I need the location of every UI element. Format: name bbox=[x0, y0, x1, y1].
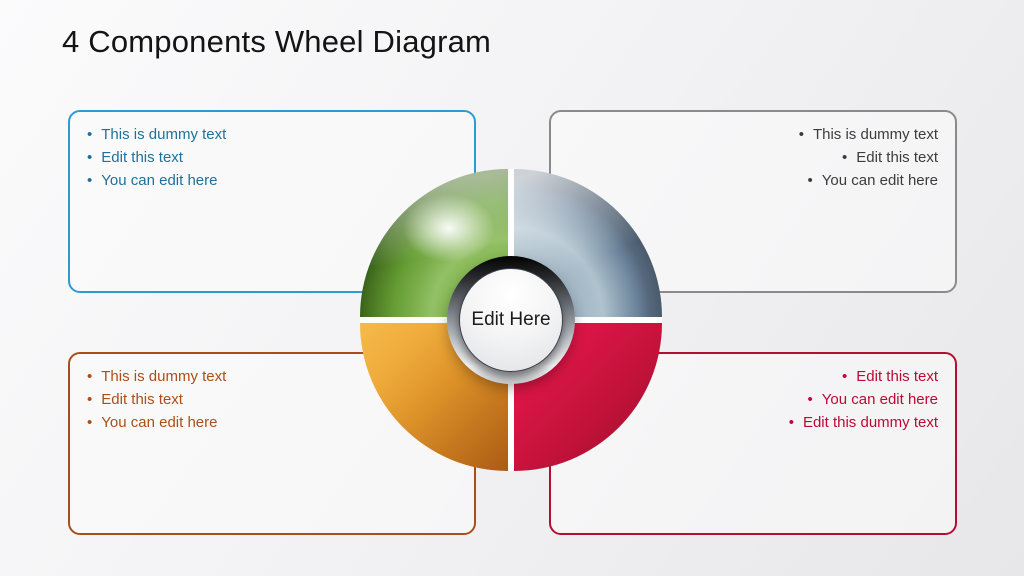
wheel-hub-ring: Edit Here bbox=[447, 256, 575, 384]
bullet-item[interactable]: This is dummy text bbox=[87, 123, 457, 146]
bullet-item[interactable]: Edit this text bbox=[87, 388, 457, 411]
bullet-item[interactable]: Edit this text bbox=[568, 365, 938, 388]
component-box-top-left[interactable]: This is dummy text Edit this text You ca… bbox=[68, 110, 476, 293]
bullet-item[interactable]: Edit this text bbox=[568, 146, 938, 169]
slide-title: 4 Components Wheel Diagram bbox=[62, 24, 492, 59]
bullet-list-bottom-left: This is dummy text Edit this text You ca… bbox=[87, 365, 457, 434]
hub-label: Edit Here bbox=[471, 309, 551, 330]
bullet-item[interactable]: You can edit here bbox=[568, 169, 938, 192]
bullet-item[interactable]: Edit this dummy text bbox=[568, 411, 938, 434]
wheel-hub-button[interactable]: Edit Here bbox=[459, 268, 563, 372]
bullet-item[interactable]: This is dummy text bbox=[568, 123, 938, 146]
bullet-list-top-left: This is dummy text Edit this text You ca… bbox=[87, 123, 457, 192]
bullet-list-bottom-right: Edit this text You can edit here Edit th… bbox=[568, 365, 938, 434]
component-box-bottom-left[interactable]: This is dummy text Edit this text You ca… bbox=[68, 352, 476, 535]
bullet-item[interactable]: This is dummy text bbox=[87, 365, 457, 388]
bullet-list-top-right: This is dummy text Edit this text You ca… bbox=[568, 123, 938, 192]
bullet-item[interactable]: You can edit here bbox=[87, 411, 457, 434]
bullet-item[interactable]: You can edit here bbox=[87, 169, 457, 192]
bullet-item[interactable]: You can edit here bbox=[568, 388, 938, 411]
bullet-item[interactable]: Edit this text bbox=[87, 146, 457, 169]
wheel-diagram: Edit Here bbox=[360, 169, 662, 471]
